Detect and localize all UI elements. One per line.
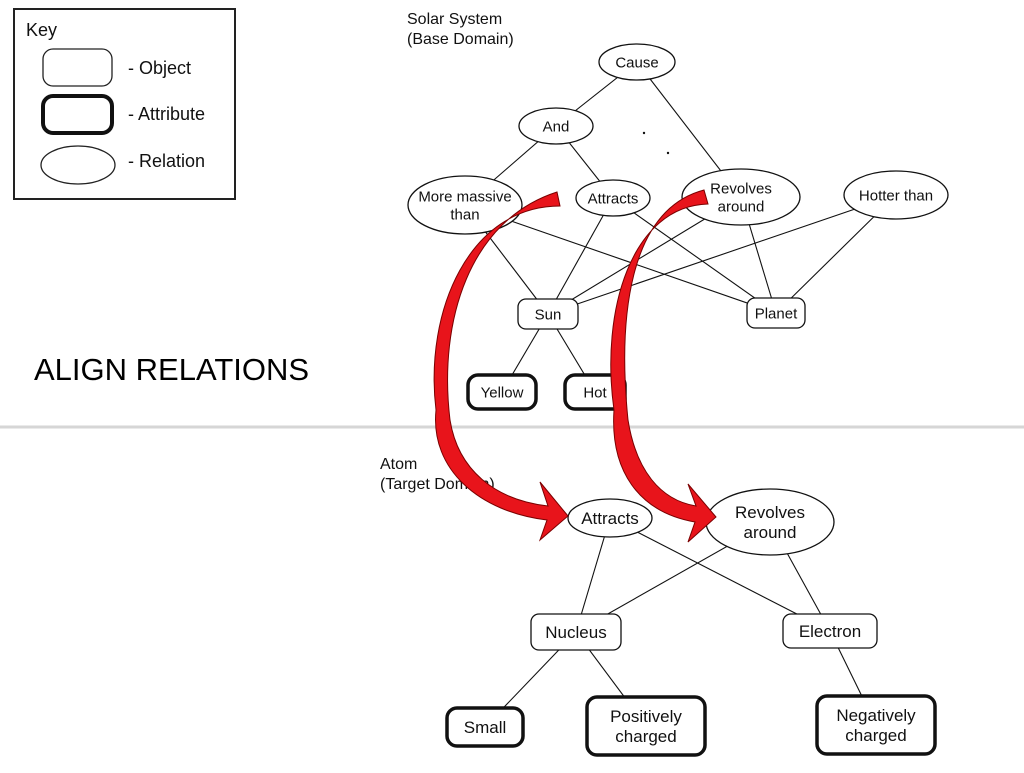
node-label: Small <box>464 718 507 737</box>
node-label: than <box>450 206 479 223</box>
node-relation-shape <box>518 107 594 145</box>
node-yellow: Yellow <box>466 373 538 411</box>
node-attribute-shape <box>585 695 707 757</box>
node-object-shape <box>530 613 622 651</box>
node-label: charged <box>845 726 906 745</box>
node-planet: Planet <box>746 297 806 329</box>
base-edge-attracts-sun <box>547 197 614 315</box>
node-label: around <box>744 523 797 542</box>
key-object-swatch <box>42 48 113 87</box>
node-nucleus: Nucleus <box>530 613 622 651</box>
node-electron: Electron <box>782 613 878 649</box>
node-cause: Cause <box>598 43 676 81</box>
node-relation-shape <box>407 175 523 235</box>
node-attracts: Attracts <box>575 179 651 217</box>
key-attribute-swatch <box>41 94 114 135</box>
alignment-arrows <box>433 189 717 543</box>
node-label: charged <box>615 727 676 746</box>
base-edge-more_massive-planet <box>464 204 777 314</box>
base-edge-hotter-sun <box>547 194 897 315</box>
node-t-attracts: Attracts <box>567 498 653 538</box>
node-relation-shape <box>843 170 949 220</box>
node-attribute-shape <box>445 706 525 748</box>
node-label: Nucleus <box>545 623 606 642</box>
node-label: Revolves <box>735 503 805 522</box>
node-label: And <box>543 118 570 135</box>
node-label: Attracts <box>581 509 639 528</box>
node-label: Cause <box>615 54 658 71</box>
node-object-shape <box>746 297 806 329</box>
node-label: Revolves <box>710 180 772 197</box>
node-hot: Hot <box>563 373 627 411</box>
target-edge-t_attracts-electron <box>609 517 831 632</box>
key-relation-swatch <box>40 145 116 185</box>
node-label: Sun <box>535 306 562 323</box>
node-label: Hot <box>583 384 607 401</box>
alignment-arrow-revolves <box>610 189 717 543</box>
node-small: Small <box>445 706 525 748</box>
node-label: Hotter than <box>859 187 933 204</box>
node-object-shape <box>517 298 579 330</box>
node-relation-shape <box>567 498 653 538</box>
node-relation-shape <box>598 43 676 81</box>
node-label: More massive <box>418 188 511 205</box>
node-label: Planet <box>755 305 798 322</box>
key-legend: Key - Object - Attribute - Relation <box>13 8 236 200</box>
node-label: around <box>718 198 765 215</box>
stray-mark <box>642 131 646 135</box>
base-edge-attracts-planet <box>612 197 777 314</box>
node-attribute-shape <box>466 373 538 411</box>
node-and: And <box>518 107 594 145</box>
stray-mark <box>666 151 670 155</box>
key-title: Key <box>26 20 57 40</box>
key-attribute-label: - Attribute <box>128 104 205 124</box>
node-relation-shape <box>575 179 651 217</box>
node-label: Electron <box>799 622 861 641</box>
node-label: Attracts <box>588 190 639 207</box>
key-relation-label: - Relation <box>128 151 205 171</box>
node-relation-shape <box>681 168 801 226</box>
node-hotter: Hotter than <box>843 170 949 220</box>
node-label: Positively <box>610 707 682 726</box>
slide-title: ALIGN RELATIONS <box>34 352 310 387</box>
base-domain-label: Solar System (Base Domain) <box>407 11 514 48</box>
node-sun: Sun <box>517 298 579 330</box>
node-label: Yellow <box>481 384 524 401</box>
alignment-arrow-attracts <box>433 191 569 542</box>
key-object-label: - Object <box>128 58 191 78</box>
node-label: Negatively <box>836 706 916 725</box>
node-object-shape <box>782 613 878 649</box>
node-attribute-shape <box>815 694 937 756</box>
